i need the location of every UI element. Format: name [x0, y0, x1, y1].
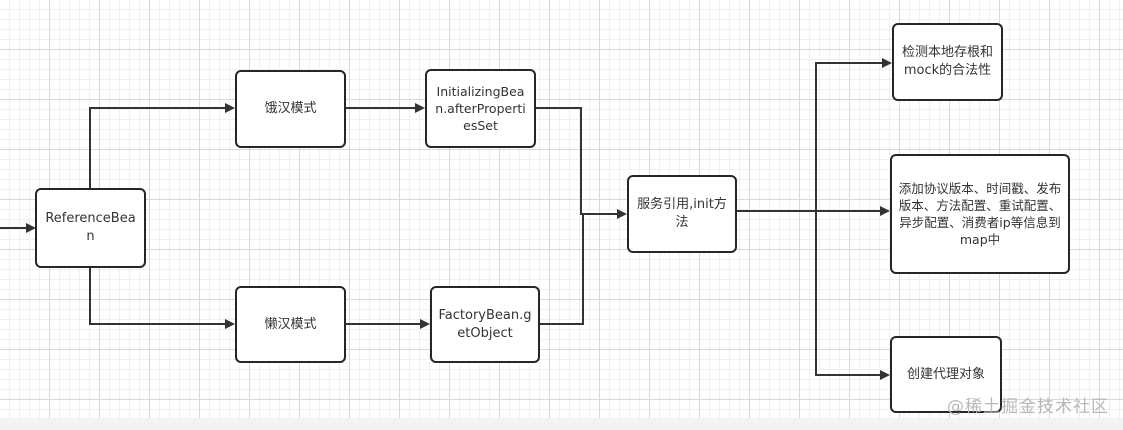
add-info-label: 添加协议版本、时间戳、发布版本、方法配置、重试配置、异步配置、消费者ip等信息到…	[898, 181, 1062, 247]
hungry-mode-label: 饿汉模式	[264, 101, 317, 116]
reference-bean-node[interactable]: ReferenceBean	[35, 188, 146, 268]
factory-bean-label: FactoryBean.getObject	[438, 307, 532, 341]
edge-factory-to-service	[540, 214, 584, 325]
lazy-mode-node[interactable]: 懒汉模式	[235, 286, 346, 363]
lazy-mode-label: 懒汉模式	[264, 316, 317, 332]
initializing-bean-label: InitializingBean.afterPropertiesSet	[435, 84, 526, 133]
edge-lazy-to-factory-arrowhead	[420, 319, 430, 329]
edge-ref-to-lazy-arrowhead	[225, 319, 235, 329]
initializing-bean-node[interactable]: InitializingBean.afterPropertiesSet	[425, 69, 536, 148]
create-proxy-node[interactable]: 创建代理对象	[890, 336, 1002, 413]
edge-to-service-arrowhead	[617, 209, 627, 219]
edge-ref-to-hungry	[89, 107, 226, 188]
edge-ref-to-hungry-arrowhead	[225, 103, 235, 113]
service-ref-node[interactable]: 服务引用,init方法	[627, 175, 737, 253]
edge-incoming-arrowhead	[26, 223, 36, 233]
check-stub-node[interactable]: 检测本地存根和mock的合法性	[892, 23, 1003, 101]
hungry-mode-node[interactable]: 饿汉模式	[235, 70, 346, 148]
edge-service-to-check-arrowhead	[882, 58, 892, 68]
edge-service-to-proxy	[815, 211, 881, 376]
add-info-node[interactable]: 添加协议版本、时间戳、发布版本、方法配置、重试配置、异步配置、消费者ip等信息到…	[890, 154, 1070, 274]
edge-service-to-check	[815, 62, 883, 211]
reference-bean-label: ReferenceBean	[45, 211, 136, 244]
edge-service-to-addinfo-arrowhead	[880, 206, 890, 216]
bottom-bar	[0, 418, 1123, 430]
edge-ref-to-lazy	[89, 268, 226, 325]
factory-bean-node[interactable]: FactoryBean.getObject	[430, 286, 540, 363]
check-stub-label: 检测本地存根和mock的合法性	[901, 45, 993, 78]
create-proxy-label: 创建代理对象	[906, 366, 985, 382]
watermark: @稀土掘金技术社区	[947, 397, 1109, 417]
edge-hungry-to-init-arrowhead	[415, 103, 425, 113]
service-ref-label: 服务引用,init方法	[637, 197, 727, 230]
edge-init-to-service	[536, 107, 618, 215]
edge-service-to-proxy-arrowhead	[880, 370, 890, 380]
